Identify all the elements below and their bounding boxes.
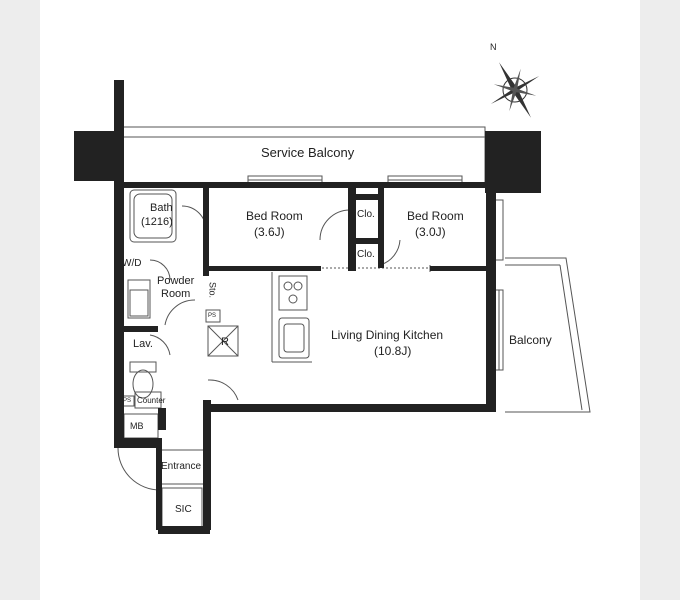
bath-label: Bath (150, 202, 173, 214)
ldk-label: Living Dining Kitchen (331, 328, 444, 342)
service-balcony-label: Service Balcony (261, 145, 355, 160)
compass-icon (490, 62, 540, 118)
storage-label: Sto. (207, 282, 218, 299)
meter-box-label: MB (130, 421, 144, 431)
door-arc (319, 209, 351, 241)
kitchen-stove (278, 275, 308, 311)
refrigerator-label: R (221, 336, 229, 348)
toilet (132, 369, 154, 399)
floor-plan-sheet: N Service Balcony Bath (1216) Bed Room (… (40, 0, 640, 600)
bedroom-2-label: Bed Room (407, 209, 464, 223)
bedroom-2-size-label: (3.0J) (415, 225, 446, 239)
balcony-label: Balcony (509, 333, 552, 347)
counter-label: Counter (137, 396, 166, 405)
ldk-size-label: (10.8J) (374, 344, 412, 358)
bath-size-label: (1216) (141, 216, 173, 228)
shoe-closet-label: SIC (175, 504, 192, 515)
closet-1-label: Clo. (357, 209, 375, 220)
powder-room-label: Powder (157, 275, 195, 287)
walls (74, 80, 541, 534)
washer-dryer-label: W/D (122, 258, 142, 269)
kitchen-sink (278, 317, 310, 359)
bedroom-1-size-label: (3.6J) (254, 225, 285, 239)
closet-2-label: Clo. (357, 249, 375, 260)
bedroom-1-label: Bed Room (246, 209, 303, 223)
washing-machine-space (127, 279, 151, 319)
balcony-outline (505, 257, 591, 413)
floor-plan-drawing: N (74, 42, 591, 534)
refrigerator-space (207, 325, 239, 357)
pipe-space-label-2: PS (123, 398, 132, 404)
entrance-label: Entrance (161, 461, 202, 472)
window (494, 199, 504, 261)
lavatory-label: Lav. (133, 338, 153, 350)
pipe-space-label: PS (208, 313, 217, 319)
bathtub (129, 189, 177, 243)
compass-north-label: N (490, 42, 497, 52)
powder-room-label-2: Room (161, 288, 191, 300)
